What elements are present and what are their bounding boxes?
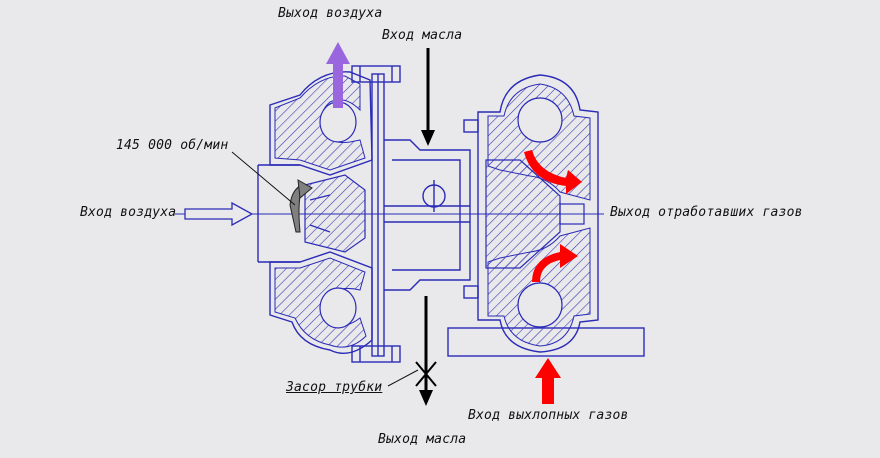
rotation-arrow	[289, 179, 313, 233]
compressor-wheel	[304, 174, 366, 253]
label-air-inlet: Вход воздуха	[80, 205, 177, 220]
label-exhaust-outlet: Выход отработавших газов	[610, 205, 803, 220]
compressor-back-plate	[351, 65, 401, 363]
exhaust-outlet-arrow-bottom	[532, 244, 578, 282]
oil-outlet-arrow	[415, 296, 437, 406]
label-rpm: 145 000 об/мин	[116, 138, 229, 153]
oil-inlet-arrow	[421, 48, 435, 146]
rpm-leader-line	[231, 151, 296, 206]
label-pipe-clog: Засор трубки	[286, 380, 383, 395]
label-exhaust-inlet: Вход выхлопных газов	[468, 408, 629, 423]
turbine-housing	[447, 74, 645, 357]
air-outlet-arrow	[326, 42, 350, 108]
bearing-housing	[384, 139, 471, 291]
pipe-clog-leader-line	[387, 369, 419, 387]
air-inlet-arrow	[184, 201, 254, 227]
exhaust-inlet-arrow	[535, 358, 561, 404]
label-oil-inlet: Вход масла	[382, 28, 463, 43]
label-air-outlet: Выход воздуха	[278, 6, 383, 21]
label-oil-outlet: Выход масла	[378, 432, 467, 447]
exhaust-outlet-arrow-top	[524, 150, 582, 194]
